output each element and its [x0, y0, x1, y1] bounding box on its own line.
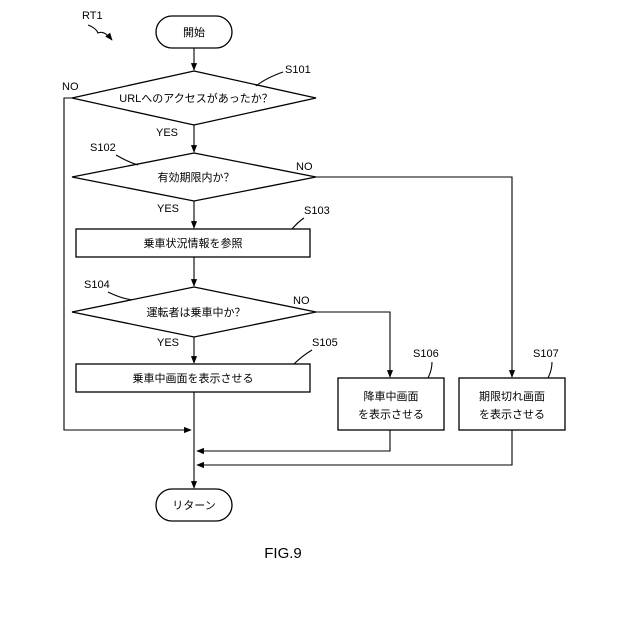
- s102-yes-label: YES: [157, 203, 179, 215]
- process-s105-label: 乗車中画面を表示させる: [133, 371, 254, 385]
- s104-yes-label: YES: [157, 337, 179, 349]
- s101-yes-label: YES: [156, 127, 178, 139]
- decision-s104-label: 運転者は乗車中か？: [147, 305, 246, 319]
- step-s105-label: S105: [312, 337, 338, 349]
- step-s102-label: S102: [90, 142, 116, 154]
- s104-no-label: NO: [293, 295, 310, 307]
- process-s107: [459, 378, 565, 430]
- edge-s106-to-merge: [197, 430, 390, 451]
- routine-reference-arrow: [88, 25, 112, 40]
- end-label: リターン: [172, 499, 215, 512]
- process-s103-label: 乗車状況情報を参照: [144, 236, 243, 250]
- step-s105-leader: [294, 350, 312, 364]
- step-s101-leader: [256, 72, 283, 86]
- step-s104-label: S104: [84, 279, 110, 291]
- process-s106-label-line1: 降車中画面: [364, 389, 419, 403]
- decision-s102-label: 有効期限内か？: [158, 170, 235, 184]
- step-s103-leader: [292, 218, 304, 229]
- process-s107-label-line1: 期限切れ画面: [479, 390, 545, 403]
- figure-caption: FIG.9: [264, 545, 302, 562]
- step-s104-leader: [108, 292, 132, 300]
- step-s107-leader: [548, 362, 552, 378]
- start-label: 開始: [183, 25, 205, 39]
- step-s106-leader: [428, 362, 432, 378]
- process-s106: [338, 378, 444, 430]
- process-s106-label-line2: を表示させる: [358, 407, 424, 421]
- process-s107-label-line2: を表示させる: [479, 407, 545, 421]
- edge-s107-to-merge: [197, 430, 512, 465]
- step-s101-label: S101: [285, 64, 311, 76]
- step-s103-label: S103: [304, 205, 330, 217]
- step-s106-label: S106: [413, 348, 439, 360]
- step-s107-label: S107: [533, 348, 559, 360]
- s101-no-label: NO: [62, 81, 79, 93]
- s102-no-label: NO: [296, 161, 313, 173]
- routine-reference-label: RT1: [82, 10, 103, 22]
- edge-s102-no-to-s107: [316, 177, 512, 377]
- step-s102-leader: [116, 155, 138, 165]
- decision-s101-label: URLへのアクセスがあったか？: [119, 91, 272, 105]
